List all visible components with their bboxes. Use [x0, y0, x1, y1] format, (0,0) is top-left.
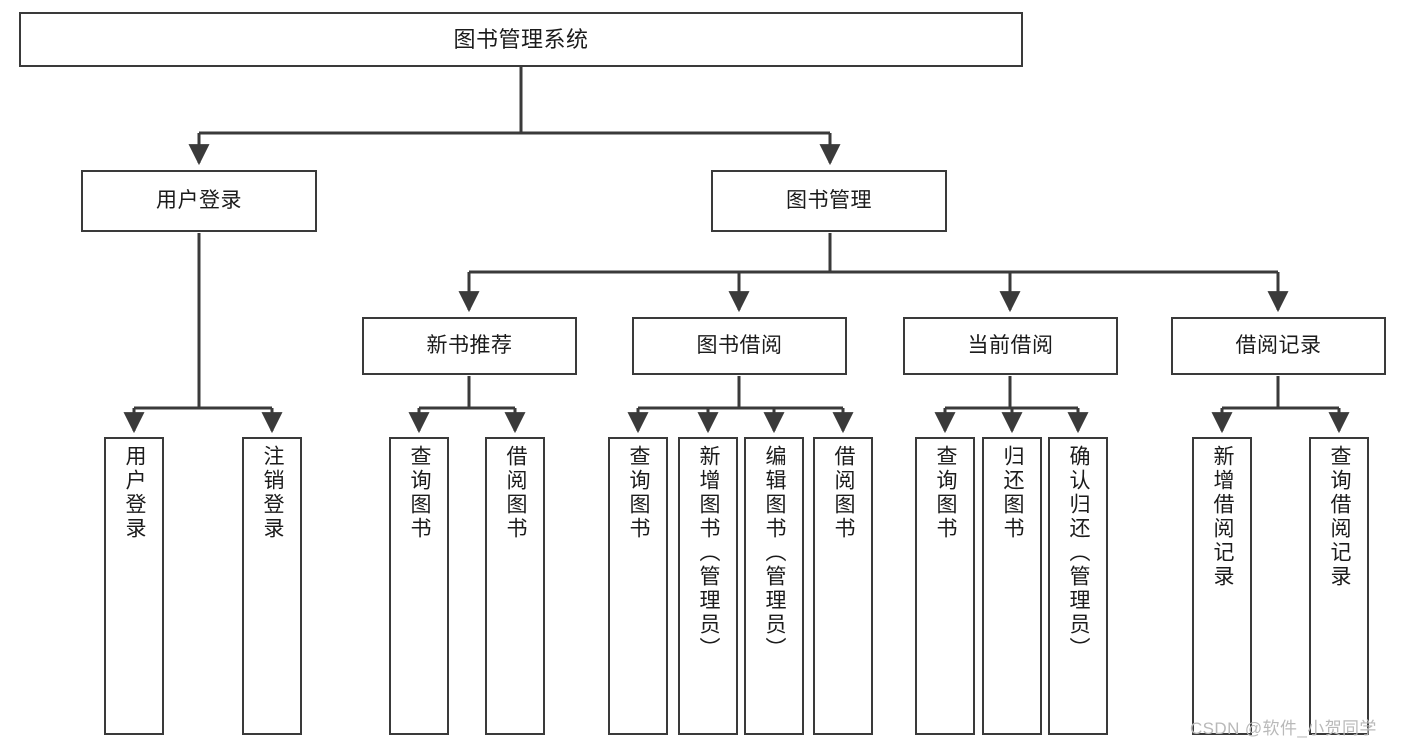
leaf-user-login-label: 用户登录: [123, 445, 147, 541]
node-root[interactable]: 图书管理系统: [19, 12, 1023, 67]
node-borrow-records[interactable]: 借阅记录: [1171, 317, 1386, 375]
leaf-new-book-query-label: 查询图书: [408, 445, 432, 541]
leaf-borrow-lend-book[interactable]: 借阅图书: [813, 437, 873, 735]
leaf-new-book-borrow-label: 借阅图书: [504, 445, 528, 541]
leaf-new-book-borrow[interactable]: 借阅图书: [485, 437, 545, 735]
leaf-current-return-label: 归还图书: [1001, 445, 1025, 541]
leaf-record-add[interactable]: 新增借阅记录: [1192, 437, 1252, 735]
leaf-current-confirm-return[interactable]: 确认归还（管理员）: [1048, 437, 1108, 735]
leaf-borrow-add-book-label: 新增图书（管理员）: [697, 445, 721, 661]
leaf-user-logout-label: 注销登录: [261, 445, 285, 541]
leaf-record-query[interactable]: 查询借阅记录: [1309, 437, 1369, 735]
leaf-borrow-edit-book[interactable]: 编辑图书（管理员）: [744, 437, 804, 735]
node-book-management[interactable]: 图书管理: [711, 170, 947, 232]
leaf-new-book-query[interactable]: 查询图书: [389, 437, 449, 735]
leaf-borrow-lend-book-label: 借阅图书: [832, 445, 856, 541]
leaf-user-logout[interactable]: 注销登录: [242, 437, 302, 735]
node-current-borrow-label: 当前借阅: [967, 333, 1054, 357]
leaf-borrow-query[interactable]: 查询图书: [608, 437, 668, 735]
node-root-label: 图书管理系统: [453, 26, 589, 52]
leaf-current-query[interactable]: 查询图书: [915, 437, 975, 735]
leaf-borrow-add-book[interactable]: 新增图书（管理员）: [678, 437, 738, 735]
leaf-current-return[interactable]: 归还图书: [982, 437, 1042, 735]
leaf-record-add-label: 新增借阅记录: [1211, 445, 1235, 589]
leaf-current-query-label: 查询图书: [934, 445, 958, 541]
node-new-book-recommend-label: 新书推荐: [426, 333, 513, 357]
leaf-borrow-edit-book-label: 编辑图书（管理员）: [763, 445, 787, 661]
node-current-borrow[interactable]: 当前借阅: [903, 317, 1118, 375]
watermark: CSDN @软件_小贺同学: [1190, 719, 1377, 738]
node-book-borrow[interactable]: 图书借阅: [632, 317, 847, 375]
node-user-login[interactable]: 用户登录: [81, 170, 317, 232]
node-new-book-recommend[interactable]: 新书推荐: [362, 317, 577, 375]
node-book-borrow-label: 图书借阅: [696, 333, 783, 357]
node-user-login-label: 用户登录: [156, 188, 242, 212]
leaf-record-query-label: 查询借阅记录: [1328, 445, 1352, 589]
leaf-current-confirm-return-label: 确认归还（管理员）: [1067, 445, 1091, 661]
leaf-user-login[interactable]: 用户登录: [104, 437, 164, 735]
leaf-borrow-query-label: 查询图书: [627, 445, 651, 541]
node-book-management-label: 图书管理: [786, 188, 872, 212]
node-borrow-records-label: 借阅记录: [1235, 333, 1322, 357]
